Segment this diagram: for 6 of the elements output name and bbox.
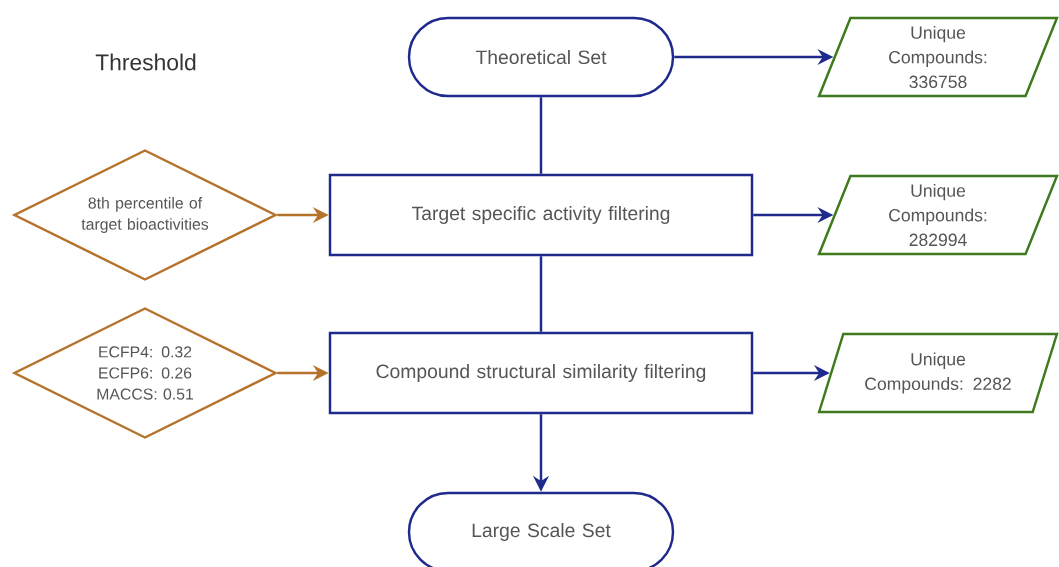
- process-box: Compound structural similarity filtering: [328, 331, 754, 415]
- output-parallelogram: Unique Compounds: 336758: [817, 16, 1059, 98]
- process-box: Target specific activity filtering: [328, 173, 754, 257]
- output-parallelogram: Unique Compounds: 282994: [817, 174, 1059, 256]
- output-parallelogram: Unique Compounds: 2282: [817, 332, 1059, 414]
- heading: Threshold: [95, 53, 196, 71]
